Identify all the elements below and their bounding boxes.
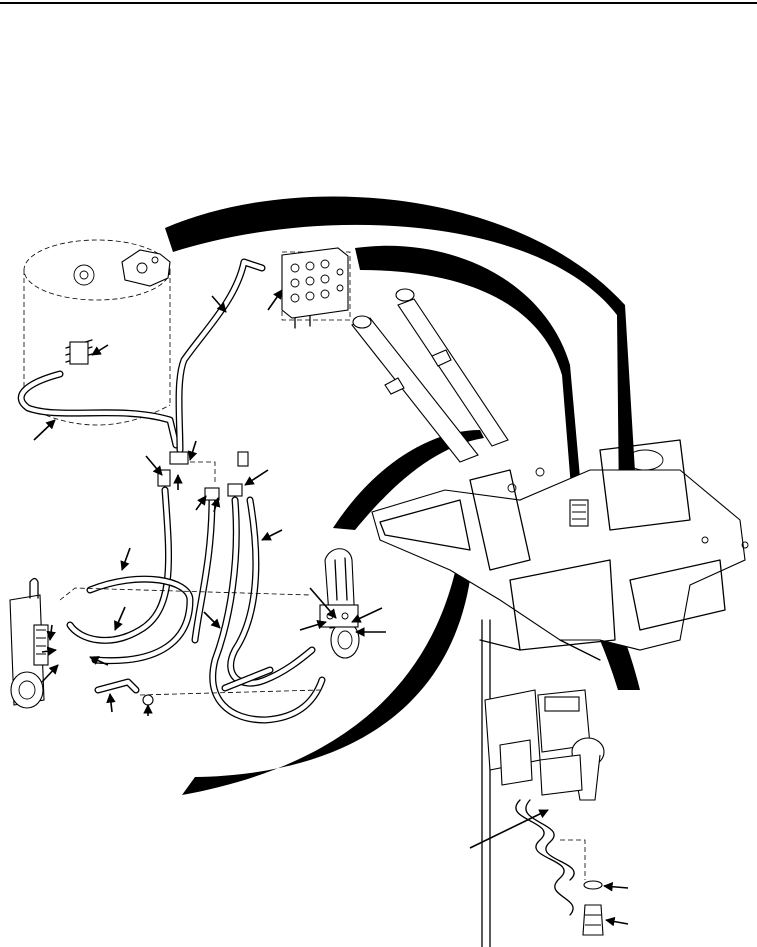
hydraulic-reservoir-icon xyxy=(23,239,171,426)
leader-arrows xyxy=(33,289,629,927)
vehicle-frame-icon xyxy=(371,439,749,661)
top-rule xyxy=(0,2,757,4)
hose-fittings-icon xyxy=(59,451,586,880)
control-valve-block-icon xyxy=(281,247,351,329)
right-valve-assembly-icon xyxy=(319,548,360,659)
detail-arrow-top xyxy=(165,196,637,505)
display-controller-assembly-icon xyxy=(481,619,605,947)
left-valve-assembly-icon xyxy=(9,577,49,709)
hose-lines xyxy=(17,258,326,724)
detail-arrow-left xyxy=(333,430,484,530)
lift-cylinders-icon xyxy=(351,288,509,463)
detail-arrow-second xyxy=(355,245,582,500)
